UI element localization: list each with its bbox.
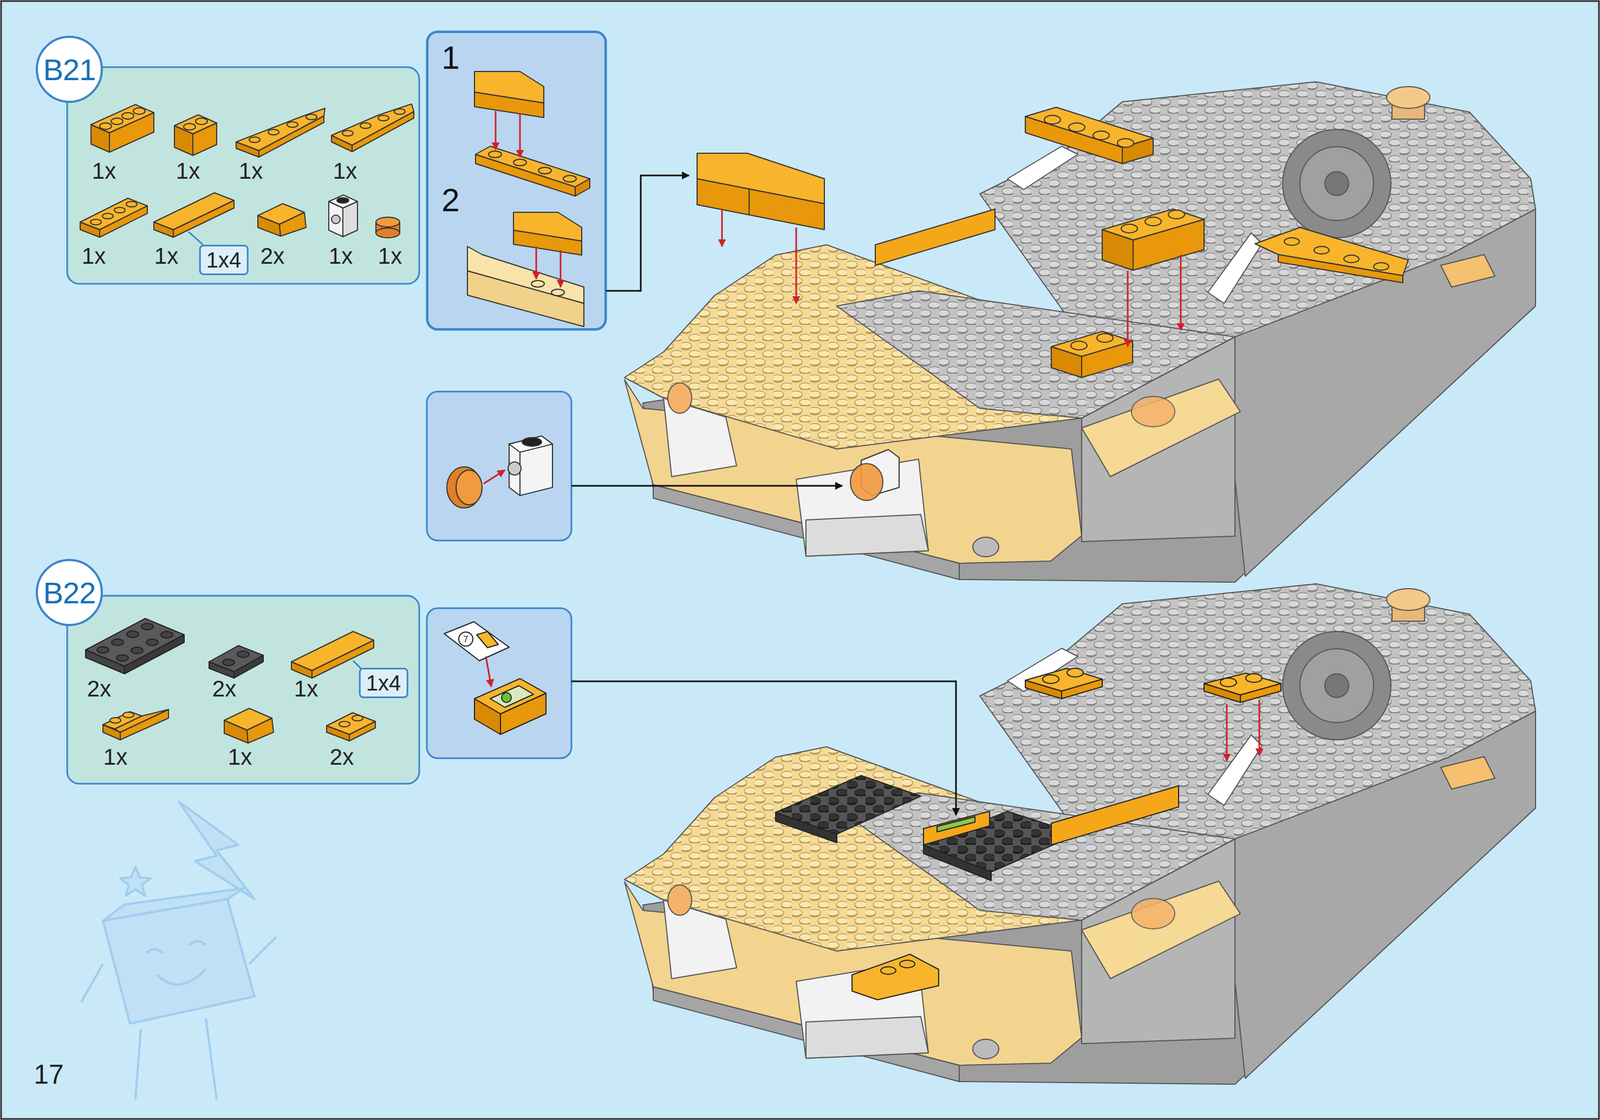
sticker-number: 7 xyxy=(463,635,469,645)
part-count: 2x xyxy=(87,677,112,701)
part-count: 1x xyxy=(238,159,263,183)
part-count: 2x xyxy=(212,677,237,701)
part-count: 1x xyxy=(154,244,179,268)
page-number: 17 xyxy=(33,1061,64,1089)
part-count: 1x xyxy=(333,159,357,183)
part-count: 1x xyxy=(294,677,318,701)
part-count: 1x xyxy=(228,745,252,769)
step-badge: B21 xyxy=(35,35,103,103)
part-count: 1x xyxy=(176,159,200,183)
step-number: B22 xyxy=(43,575,96,611)
step-badge: B22 xyxy=(35,558,103,627)
part-count: 2x xyxy=(260,244,285,268)
substep-panel: 12 xyxy=(426,31,607,330)
length-tag: 1x4 xyxy=(199,244,249,276)
length-tag: 1x4 xyxy=(359,667,409,699)
step-number: B21 xyxy=(43,51,96,88)
part-count: 1x xyxy=(103,745,128,769)
part-count: 2x xyxy=(329,745,354,769)
panel-backgrounds xyxy=(67,31,607,784)
part-count: 1x xyxy=(81,244,106,268)
length-label: 1x4 xyxy=(366,671,402,695)
length-label: 1x4 xyxy=(206,248,242,272)
part-count: 1x xyxy=(328,244,353,268)
substep-number: 1 xyxy=(441,41,460,75)
part-count: 1x xyxy=(378,244,402,268)
substep-number: 2 xyxy=(441,184,460,217)
part-count: 1x xyxy=(92,159,116,183)
